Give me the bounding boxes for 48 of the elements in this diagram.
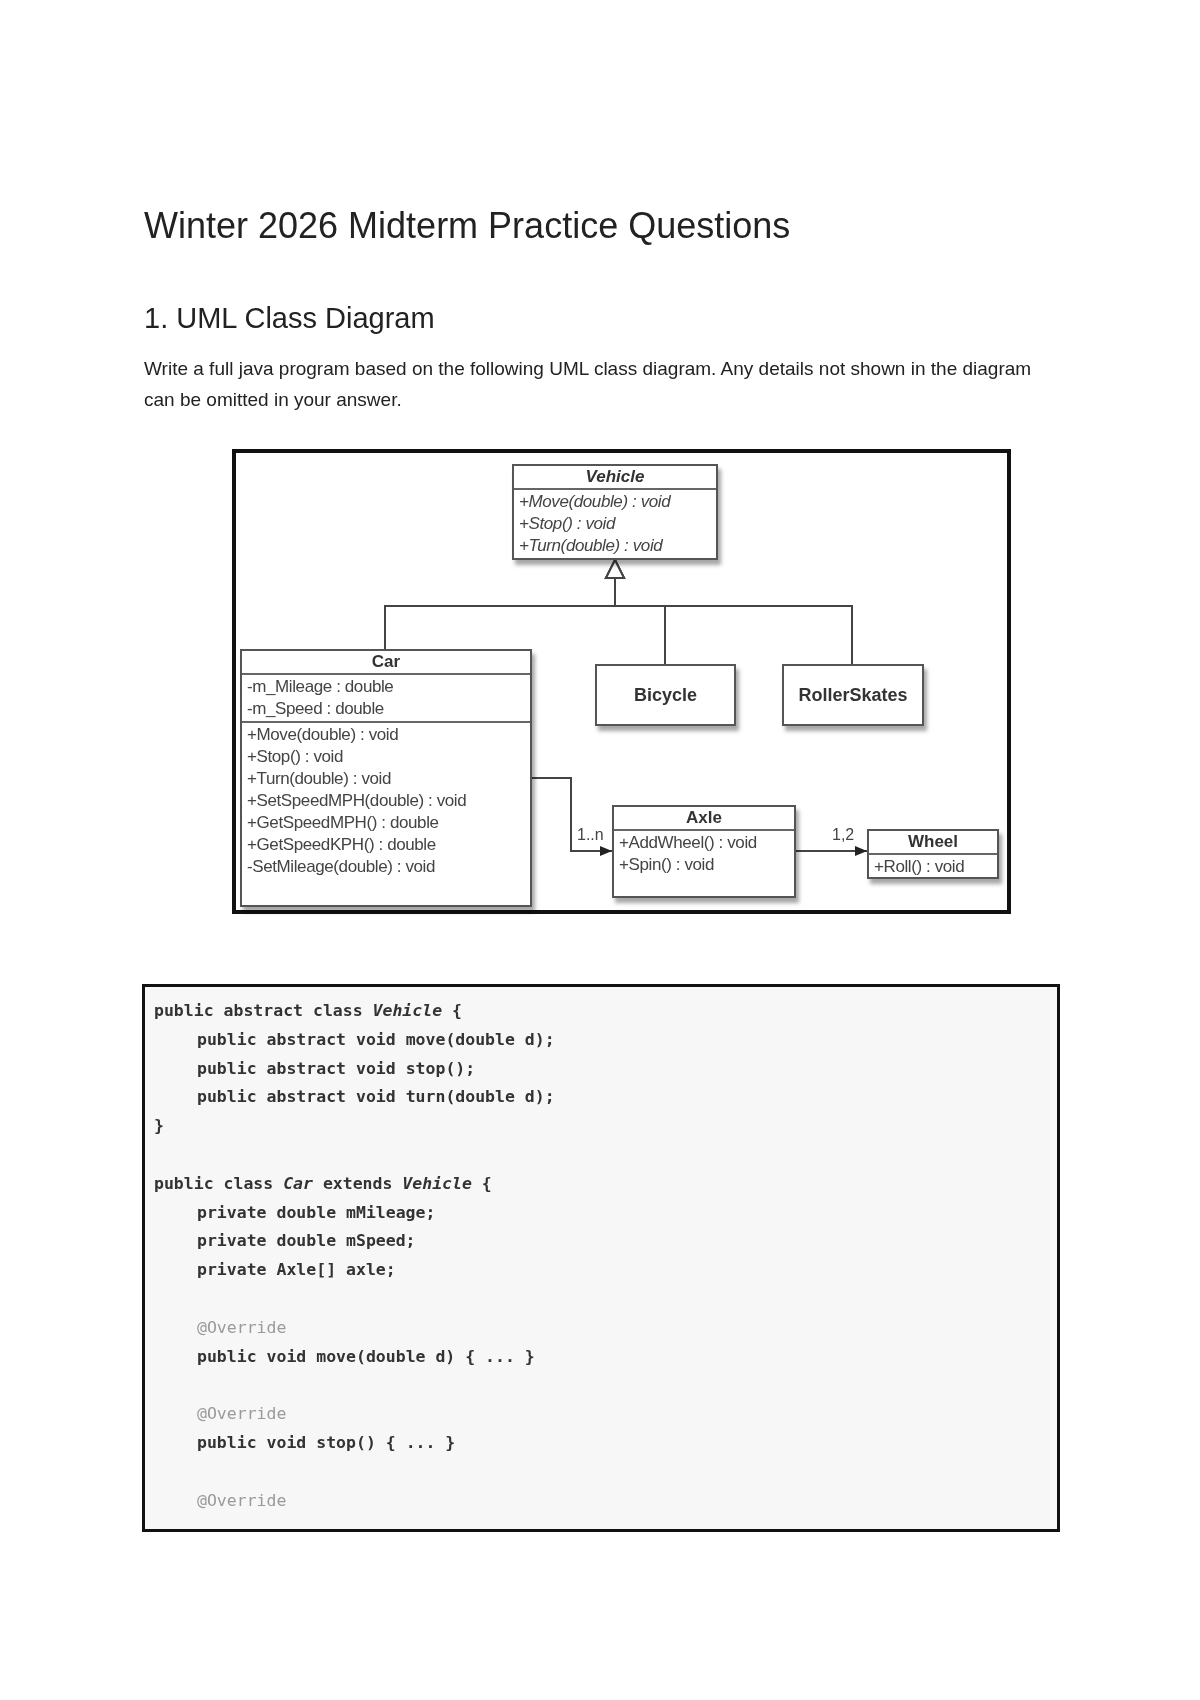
- class-member: +Turn(double) : void: [519, 535, 664, 557]
- instructions-text: Write a full java program based on the following UML class diagram. Any details not shown in the diagram can be omitted in your answer.: [144, 357, 1033, 412]
- class-member: +Roll() : void: [874, 856, 966, 878]
- class-name: Vehicle: [584, 466, 646, 488]
- code-line: private double mSpeed;: [197, 1230, 416, 1253]
- class-box: [595, 664, 736, 726]
- code-annotation: @Override: [197, 1316, 287, 1339]
- class-name: RollerSkates: [798, 684, 908, 706]
- code-annotation: @Override: [197, 1489, 287, 1512]
- code-line: public abstract class Vehicle {: [154, 1000, 462, 1022]
- class-member: -m_Speed : double: [247, 698, 385, 720]
- code-line: }: [154, 1115, 164, 1138]
- code-annotation: @Override: [197, 1403, 287, 1426]
- class-member: +Spin() : void: [619, 854, 716, 876]
- code-line: public abstract void move(double d);: [197, 1028, 555, 1051]
- class-member: +GetSpeedMPH() : double: [247, 812, 440, 834]
- code-line: private Axle[] axle;: [197, 1259, 396, 1282]
- code-line: private double mMileage;: [197, 1201, 436, 1224]
- class-member: +Stop() : void: [519, 513, 617, 535]
- code-line: public class Car extends Vehicle {: [154, 1172, 492, 1195]
- arrow: [605, 559, 853, 665]
- class-box: [782, 664, 924, 726]
- code-line: public void stop() { ... }: [197, 1432, 456, 1454]
- class-box: [240, 649, 532, 907]
- class-member: +Turn(double) : void: [247, 768, 392, 790]
- class-member: +Move(double) : void: [519, 491, 672, 513]
- multiplicity-label: 1,2: [832, 826, 855, 844]
- class-box: [867, 829, 999, 879]
- class-member: +Move(double) : void: [247, 724, 400, 746]
- arrow: [531, 777, 613, 856]
- class-member: +GetSpeedKPH() : double: [247, 834, 437, 856]
- code-line: public void move(double d) { ... }: [197, 1345, 535, 1368]
- class-member: -m_Mileage : double: [247, 676, 395, 698]
- arrow: [795, 846, 868, 856]
- class-member: +SetSpeedMPH(double) : void: [247, 790, 468, 812]
- page-title: Winter 2026 Midterm Practice Questions: [144, 204, 791, 248]
- class-member: -SetMileage(double) : void: [247, 856, 437, 878]
- section-heading: 1. UML Class Diagram: [144, 301, 435, 336]
- code-line: public abstract void stop();: [197, 1057, 476, 1080]
- class-box: [612, 805, 796, 898]
- class-box: [512, 464, 718, 560]
- class-name: Axle: [685, 807, 723, 829]
- class-name: Wheel: [906, 831, 960, 853]
- class-name: Bicycle: [633, 684, 697, 706]
- class-member: +AddWheel() : void: [619, 832, 758, 854]
- code-line: public abstract void turn(double d);: [197, 1086, 555, 1109]
- class-name: Car: [370, 651, 402, 673]
- class-member: +Stop() : void: [247, 746, 344, 768]
